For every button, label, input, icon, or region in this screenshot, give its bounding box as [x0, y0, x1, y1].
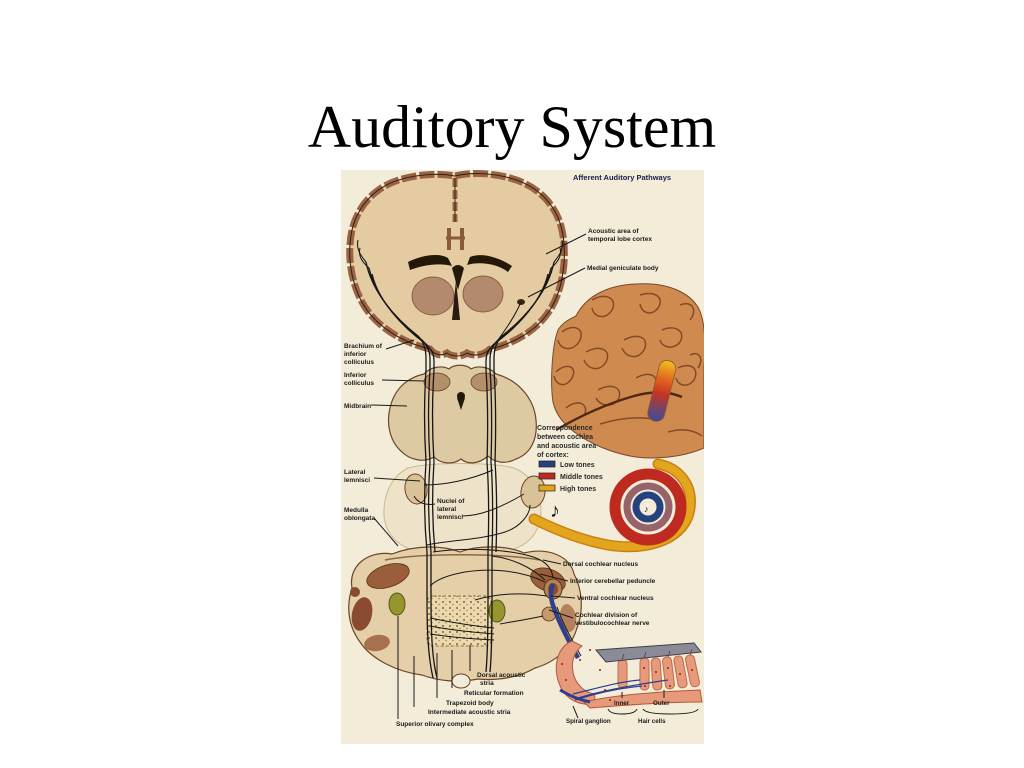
label-spiral-ganglion: Spiral ganglion — [566, 718, 611, 725]
label-medulla-line2: oblongata — [344, 515, 375, 522]
label-acoustic-area-line2: temporal lobe cortex — [588, 236, 652, 243]
label-inferior-cerebellar-peduncle: Inferior cerebellar peduncle — [570, 578, 656, 585]
label-lateral-lemnisci-line1: Lateral — [344, 469, 366, 476]
lateral-brain-view — [551, 283, 704, 459]
coronal-brain-section — [346, 170, 568, 360]
spiral-note-icon: ♪ — [644, 504, 649, 514]
legend-swatch-high — [538, 484, 556, 492]
legend-caption-line4: of cortex: — [537, 452, 569, 459]
legend-caption-line1: Correspondence — [537, 425, 593, 432]
left-superior-olive — [388, 592, 406, 616]
cochlea-spiral: ♪ — [528, 458, 696, 553]
label-dorsal-stria-line2: stria — [480, 680, 494, 687]
auditory-pathways-figure: ♪ — [341, 170, 704, 744]
label-brachium-line1: Brachium of — [344, 343, 383, 350]
legend-label-middle: Middle tones — [560, 474, 603, 481]
label-dorsal-cochlear-nucleus: Dorsal cochlear nucleus — [563, 561, 639, 568]
label-cochlear-division-line2: vestibulocochlear nerve — [575, 620, 650, 627]
pons-section — [383, 463, 546, 553]
tone-legend: Correspondence between cochlea and acous… — [537, 425, 603, 522]
label-leader-lines — [370, 233, 699, 719]
left-thalamus — [411, 276, 455, 316]
tectorial-membrane — [594, 642, 702, 663]
label-medulla-line1: Medulla — [344, 507, 369, 514]
legend-caption-line3: and acoustic area — [537, 443, 596, 450]
label-inferior-colliculus-line2: colliculus — [344, 380, 374, 387]
label-brachium-line3: colliculus — [344, 359, 374, 366]
auditory-pathway-lines — [357, 239, 563, 679]
left-ventricle — [408, 255, 452, 270]
reticular-formation-region — [426, 595, 492, 647]
right-inferior-colliculus — [470, 372, 498, 392]
label-reticular-formation: Reticular formation — [464, 690, 524, 697]
legend-swatch-low — [538, 460, 556, 468]
tonotopic-band — [647, 360, 677, 422]
right-lemniscal-nucleus — [520, 475, 546, 509]
ganglion-cells — [561, 649, 693, 701]
legend-caption-line2: between cochlea — [537, 434, 593, 441]
label-ventral-cochlear-nucleus: Ventral cochlear nucleus — [577, 595, 654, 602]
label-brachium-line2: inferior — [344, 351, 367, 358]
music-note-icon: ♪ — [550, 500, 560, 522]
label-lateral-lemnisci-line2: lemnisci — [344, 477, 370, 484]
legend-label-high: High tones — [560, 486, 596, 493]
label-trapezoid-body: Trapezoid body — [446, 700, 494, 707]
label-superior-olivary-complex: Superior olivary complex — [396, 721, 474, 728]
nerve-fibers — [559, 679, 669, 704]
label-inner: Inner — [614, 700, 630, 707]
right-ventricle — [467, 255, 512, 272]
label-nuclei-lemnisci-line2: lateral — [437, 506, 456, 513]
label-cochlear-division-line1: Cochlear division of — [575, 612, 638, 619]
label-nuclei-lemnisci-line3: lemnisci — [437, 514, 463, 521]
label-acoustic-area-line1: Acoustic area of — [588, 228, 639, 235]
left-lemniscal-nucleus — [404, 473, 428, 505]
label-midbrain: Midbrain — [344, 403, 371, 410]
label-medial-geniculate: Medial geniculate body — [587, 265, 659, 272]
label-inferior-colliculus-line1: Inferior — [344, 372, 367, 379]
label-hair-cells: Hair cells — [638, 718, 666, 725]
figure-header: Afferent Auditory Pathways — [573, 173, 671, 182]
left-inferior-colliculus — [423, 372, 451, 392]
label-dorsal-stria-line1: Dorsal acoustic — [477, 672, 526, 679]
right-superior-olive — [488, 599, 506, 623]
legend-label-low: Low tones — [560, 462, 595, 469]
right-thalamus — [462, 275, 504, 313]
figure-labels: Afferent Auditory Pathways Acoustic area… — [344, 173, 671, 728]
label-intermediate-stria: Intermediate acoustic stria — [428, 709, 511, 716]
legend-swatch-middle — [538, 472, 556, 480]
figure-canvas: ♪ — [341, 170, 704, 744]
hair-cell-columns — [617, 654, 700, 691]
slide-title: Auditory System — [307, 94, 717, 160]
medulla-section — [348, 546, 582, 689]
label-nuclei-lemnisci-line1: Nuclei of — [437, 498, 465, 505]
label-outer: Outer — [653, 700, 670, 707]
organ-of-corti — [555, 640, 703, 709]
